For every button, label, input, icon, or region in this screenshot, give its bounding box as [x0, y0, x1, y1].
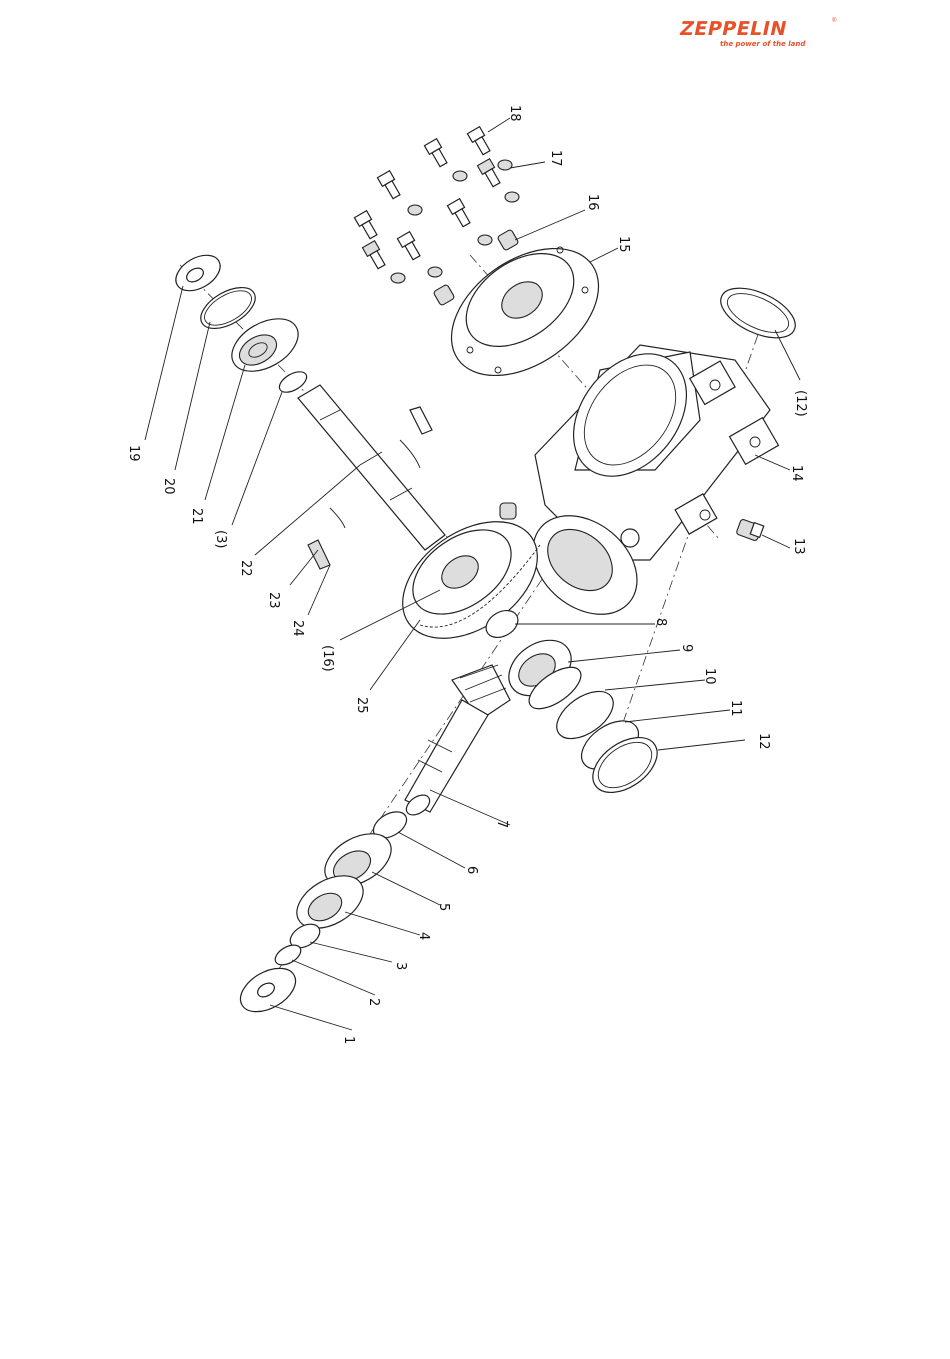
pinion-shaft	[403, 665, 510, 819]
label-3b: (3)	[213, 530, 228, 548]
top-cover	[428, 222, 622, 401]
label-12: 12	[756, 733, 771, 750]
label-8: 8	[653, 618, 668, 626]
label-14: 14	[789, 465, 804, 482]
label-23: 23	[266, 592, 281, 609]
label-3: 3	[393, 962, 408, 970]
label-2: 2	[366, 998, 381, 1006]
label-16: 16	[585, 194, 600, 211]
seal-ring-top	[713, 278, 802, 348]
label-13: 13	[791, 538, 806, 555]
label-4: 4	[416, 932, 431, 940]
label-12b: (12)	[793, 390, 808, 417]
side-bearing-stack	[498, 629, 667, 804]
label-21: 21	[189, 508, 204, 525]
label-6: 6	[464, 866, 479, 874]
label-18: 18	[507, 105, 522, 122]
label-22: 22	[238, 560, 253, 577]
label-9: 9	[679, 644, 694, 652]
label-10: 10	[702, 668, 717, 685]
label-24: 24	[290, 620, 305, 637]
label-1: 1	[341, 1036, 356, 1044]
label-20: 20	[161, 478, 176, 495]
label-17: 17	[548, 150, 563, 167]
gearbox-housing	[514, 332, 779, 635]
drain-plug	[736, 519, 764, 542]
label-25: 25	[354, 697, 369, 714]
label-7: 7	[494, 820, 509, 828]
label-16b: (16)	[320, 645, 335, 672]
label-5: 5	[436, 903, 451, 911]
label-15: 15	[616, 236, 631, 253]
label-19: 19	[126, 445, 141, 462]
lower-bearing-stack	[233, 806, 411, 1020]
label-11: 11	[728, 700, 743, 717]
